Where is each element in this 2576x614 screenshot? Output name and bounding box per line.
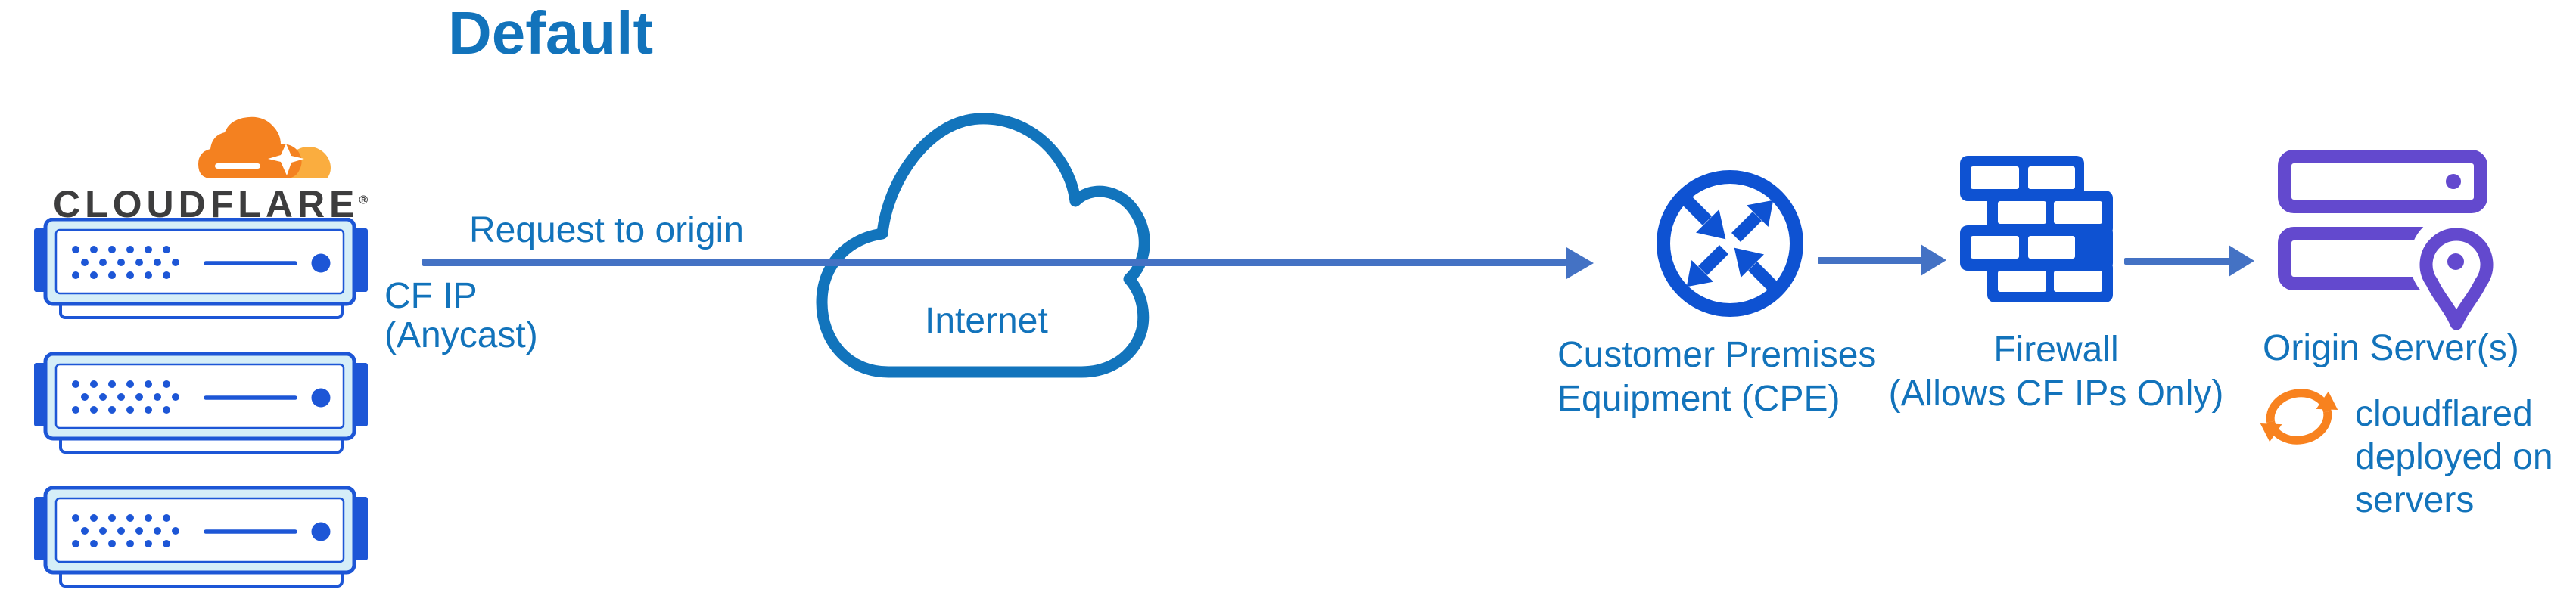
anycast-line: (Anycast) bbox=[384, 315, 538, 355]
router-ring bbox=[1657, 170, 1803, 317]
cloudflared-note-line3: servers bbox=[2355, 480, 2475, 520]
firewall-bricks bbox=[1971, 166, 2102, 292]
logo-flare-star bbox=[268, 144, 304, 175]
location-pin-dot bbox=[2447, 253, 2464, 270]
origin-server-top-dot bbox=[2446, 174, 2461, 189]
firewall-icon bbox=[1958, 156, 2114, 304]
server-face bbox=[54, 228, 345, 295]
firewall-label-line2: (Allows CF IPs Only) bbox=[1888, 374, 2224, 414]
firewall-to-origin-line bbox=[2124, 258, 2230, 265]
cpe-router-icon bbox=[1654, 168, 1806, 319]
cloud-outline bbox=[816, 113, 1150, 378]
firewall-to-origin-arrow-head bbox=[2229, 245, 2254, 277]
origin-label: Origin Server(s) bbox=[2263, 328, 2519, 368]
cpe-label-line1: Customer Premises bbox=[1557, 335, 1877, 375]
request-label: Request to origin bbox=[469, 210, 744, 250]
location-pin-icon bbox=[2419, 228, 2494, 330]
cloudflared-note: cloudflared deployed on servers bbox=[2355, 392, 2553, 522]
page-title: Default bbox=[448, 0, 654, 67]
cloudflared-note-line1: cloudflared bbox=[2355, 394, 2533, 434]
internet-cloud-icon bbox=[814, 112, 1155, 378]
cpe-label-line2: Equipment (CPE) bbox=[1557, 379, 1840, 419]
registered-mark: ® bbox=[359, 194, 369, 207]
edge-server-icon-3 bbox=[33, 486, 374, 589]
cf-ip-anycast-label: CF IP (Anycast) bbox=[384, 277, 538, 355]
server-vent-dots bbox=[72, 246, 179, 279]
internet-label: Internet bbox=[925, 301, 1048, 341]
server-right-tab bbox=[354, 228, 368, 292]
cloudflared-sync-icon bbox=[2255, 380, 2346, 453]
cf-ip-line: CF IP bbox=[384, 276, 478, 316]
origin-server-top bbox=[2278, 150, 2487, 213]
request-arrow-head bbox=[1566, 247, 1594, 279]
logo-main-cloud-shape bbox=[198, 116, 302, 178]
origin-servers-icon bbox=[2275, 148, 2496, 330]
request-arrow-line bbox=[422, 259, 1566, 266]
cpe-label: Customer Premises Equipment (CPE) bbox=[1557, 333, 1876, 421]
cloudflared-note-line2: deployed on bbox=[2355, 437, 2553, 477]
cloudflare-logo-icon bbox=[195, 113, 333, 178]
router-arrows bbox=[1681, 194, 1779, 293]
server-power-dot bbox=[311, 253, 331, 273]
cpe-to-firewall-line bbox=[1818, 257, 1924, 264]
firewall-label: Firewall (Allows CF IPs Only) bbox=[1878, 328, 2234, 416]
sync-arrows bbox=[2260, 389, 2338, 445]
logo-flare-line bbox=[215, 163, 260, 169]
firewall-label-line1: Firewall bbox=[1993, 330, 2119, 370]
edge-server-icon-1 bbox=[33, 218, 374, 321]
cpe-to-firewall-arrow-head bbox=[1921, 244, 1946, 276]
edge-server-icon-2 bbox=[33, 352, 374, 455]
